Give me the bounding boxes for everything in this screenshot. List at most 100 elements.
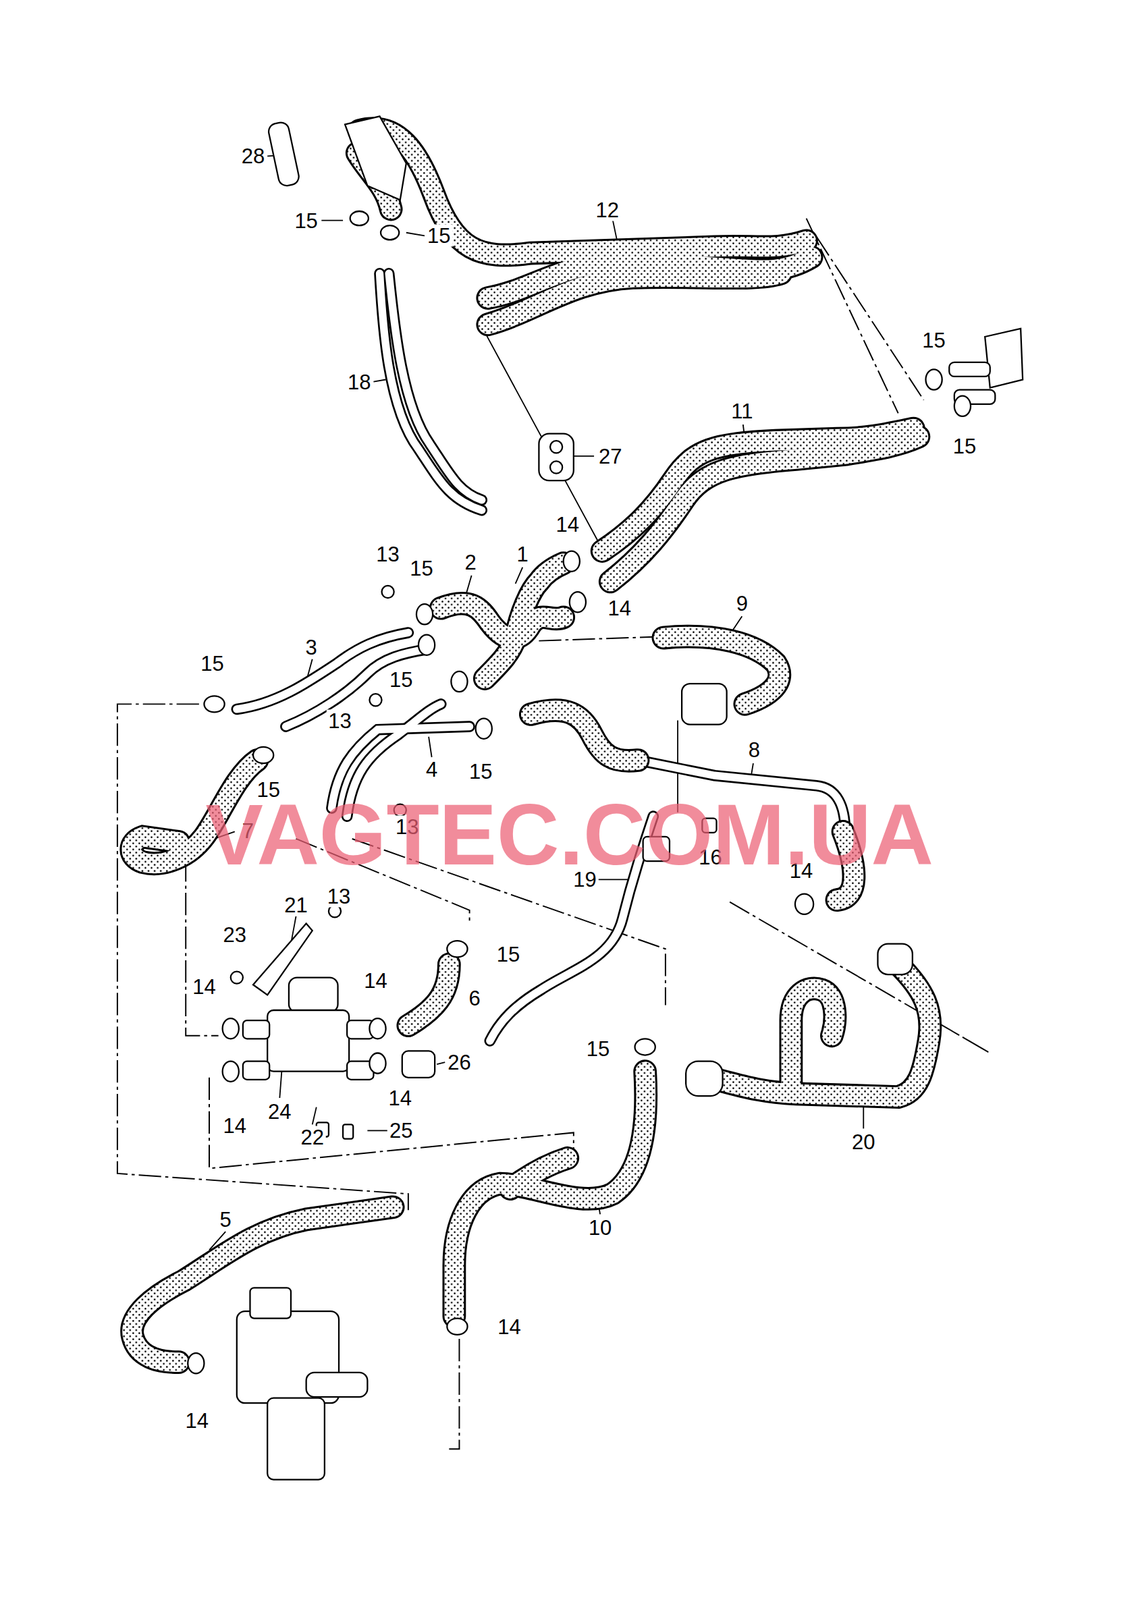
callout-number: 18 <box>345 370 373 393</box>
callout-number: 25 <box>387 1119 415 1143</box>
drawing-use <box>440 603 563 638</box>
drawing-path <box>185 859 219 1037</box>
drawing-rect <box>538 434 574 482</box>
drawing-path <box>729 902 991 1054</box>
drawing-use <box>704 964 931 1098</box>
callout-number: 10 <box>586 1216 614 1240</box>
drawing-circle <box>550 461 563 474</box>
hose-clamps <box>187 211 971 1374</box>
drawing-path <box>373 380 386 383</box>
drawing-circle <box>550 440 563 453</box>
hose-outline <box>131 128 931 1363</box>
drawing-circle <box>230 971 243 985</box>
callout-number: 15 <box>407 557 435 580</box>
drawing-path <box>117 704 409 1211</box>
drawing-use <box>791 988 835 1091</box>
drawing-use <box>236 633 409 710</box>
drawing-use <box>791 988 835 1091</box>
drawing-ellipse <box>475 718 493 740</box>
drawing-path <box>367 1130 388 1132</box>
callout-number: 15 <box>920 328 948 351</box>
drawing-path <box>816 236 925 401</box>
drawing-use <box>704 964 931 1098</box>
drawing-rect <box>267 1398 325 1481</box>
callout-number: 14 <box>183 1409 211 1432</box>
callout-number: 15 <box>584 1038 612 1061</box>
drawing-rect <box>685 1061 723 1097</box>
drawing-path <box>344 116 407 200</box>
callout-number: 6 <box>467 986 483 1010</box>
drawing-ellipse <box>418 635 435 656</box>
callout-number: 21 <box>282 894 310 917</box>
drawing-path <box>984 328 1023 389</box>
drawing-ellipse <box>925 369 942 390</box>
drawing-ellipse <box>369 1053 386 1074</box>
callout-number: 1 <box>515 543 531 566</box>
drawing-path <box>436 1062 445 1065</box>
drawing-ellipse <box>450 671 468 692</box>
drawing-ellipse <box>446 1318 468 1336</box>
drawing-ellipse <box>369 1018 386 1039</box>
drawing-use <box>484 563 563 680</box>
drawing-use <box>285 649 429 727</box>
drawing-ellipse <box>350 211 369 226</box>
drawing-circle <box>382 585 395 599</box>
drawing-use <box>488 273 781 325</box>
drawing-use <box>454 1071 646 1317</box>
callout-number: 26 <box>445 1051 473 1074</box>
drawing-path <box>406 232 425 237</box>
drawing-rect <box>342 1124 354 1139</box>
drawing-use <box>530 710 638 762</box>
callout-number: 14 <box>386 1087 414 1110</box>
drawing-rect <box>249 1287 291 1319</box>
drawing-ellipse <box>222 1061 239 1083</box>
drawing-path <box>481 326 603 550</box>
callout-number: 13 <box>325 884 353 908</box>
callout-number: 4 <box>423 758 440 781</box>
drawing-use <box>408 964 449 1026</box>
drawing-use <box>285 649 429 727</box>
drawing-rect <box>288 978 339 1013</box>
drawing-use <box>380 273 482 511</box>
drawing-rect <box>242 1061 270 1080</box>
callout-number: 15 <box>198 652 226 675</box>
callout-number: 13 <box>373 543 401 566</box>
drawing-rect <box>877 944 912 975</box>
drawing-path <box>209 1077 574 1170</box>
drawing-rect <box>242 1020 270 1039</box>
callout-number: 2 <box>462 551 478 574</box>
callout-number: 22 <box>298 1125 326 1149</box>
drawing-ellipse <box>635 1038 656 1056</box>
drawing-ellipse <box>563 551 580 572</box>
drawing-use <box>610 436 919 582</box>
callout-number: 23 <box>221 924 249 947</box>
drawing-ellipse <box>446 940 468 958</box>
drawing-path <box>312 1107 317 1126</box>
drawing-use <box>236 633 409 710</box>
drawing-use <box>408 964 449 1026</box>
drawing-use <box>454 1071 646 1317</box>
drawing-ellipse <box>380 225 399 240</box>
pipe-fill <box>236 273 846 1041</box>
callout-number: 13 <box>326 709 354 732</box>
drawing-path <box>515 567 524 584</box>
watermark: VAGTEC.COM.UA <box>205 791 935 879</box>
callout-number: 15 <box>951 434 979 457</box>
drawing-path <box>538 637 659 642</box>
dash-dot-lines <box>117 218 991 1450</box>
drawing-ellipse <box>203 695 225 713</box>
drawing-use <box>359 128 806 256</box>
drawing-use <box>359 128 806 256</box>
callout-number: 3 <box>303 635 320 659</box>
drawing-ellipse <box>222 1018 239 1039</box>
callout-number: 14 <box>221 1114 249 1137</box>
callout-number: 8 <box>746 739 763 762</box>
drawing-rect <box>306 1372 368 1398</box>
drawing-ellipse <box>795 894 814 915</box>
drawing-use <box>440 603 563 638</box>
drawing-rect <box>949 362 990 377</box>
drawing-ellipse <box>253 747 274 764</box>
drawing-use <box>510 1158 568 1189</box>
callout-number: 5 <box>218 1208 234 1231</box>
callout-number: 15 <box>425 224 453 248</box>
